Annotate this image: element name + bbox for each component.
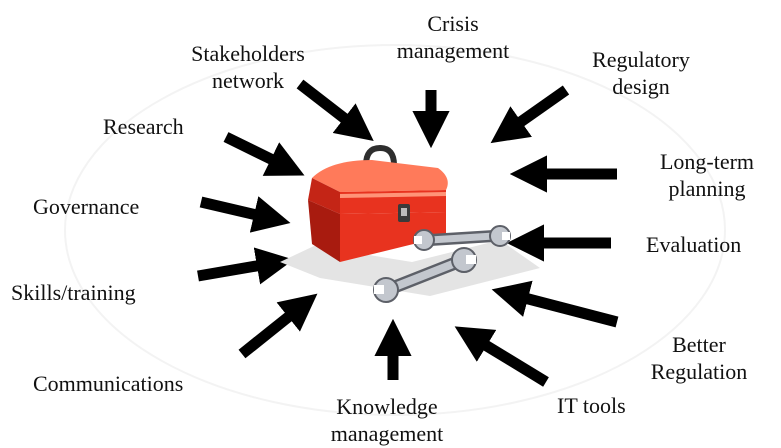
label-line: Knowledge: [336, 394, 438, 419]
arrow-better-regulation: [491, 280, 619, 328]
label-it-tools: IT tools: [557, 392, 626, 419]
label-skills-training: Skills/training: [11, 279, 136, 306]
label-line: Communications: [33, 371, 184, 396]
label-line: management: [396, 38, 510, 63]
label-governance: Governance: [33, 193, 139, 220]
label-crisis-management: Crisis management: [383, 10, 523, 64]
label-line: Stakeholders: [191, 41, 305, 66]
arrow-communications: [238, 293, 318, 359]
label-stakeholders-network: Stakeholders network: [163, 40, 333, 94]
label-line: Regulatory: [592, 47, 690, 72]
label-line: management: [330, 421, 444, 446]
wrench-icon-2: [373, 247, 477, 303]
label-line: Long-term: [659, 149, 755, 174]
label-line: network: [211, 68, 285, 93]
label-line: design: [612, 74, 670, 99]
label-long-term-planning: Long-term planning: [633, 148, 781, 202]
label-line: Skills/training: [11, 280, 136, 305]
toolbox-icon: [308, 144, 448, 262]
arrow-skills: [197, 247, 294, 285]
arrow-group: [197, 79, 619, 387]
arrow-governance: [199, 196, 291, 233]
label-line: Research: [103, 114, 184, 139]
label-communications: Communications: [33, 370, 183, 397]
label-line: planning: [668, 176, 746, 201]
arrow-stakeholders: [296, 79, 374, 142]
label-evaluation: Evaluation: [646, 231, 741, 258]
arrow-regulatory: [490, 85, 570, 144]
arrow-research: [223, 132, 305, 176]
arrow-it-tools: [454, 326, 549, 387]
label-line: IT tools: [557, 393, 626, 418]
label-line: Better: [672, 332, 726, 357]
label-line: Evaluation: [646, 232, 742, 257]
wrench-icon: [413, 225, 511, 251]
background-ring: [64, 44, 726, 416]
label-line: Governance: [33, 194, 140, 219]
label-line: Regulation: [650, 359, 748, 384]
label-better-regulation: Better Regulation: [629, 331, 769, 385]
label-line: Crisis: [427, 11, 479, 36]
label-knowledge-management: Knowledge management: [302, 393, 472, 447]
label-research: Research: [103, 113, 184, 140]
label-regulatory-design: Regulatory design: [566, 46, 716, 100]
